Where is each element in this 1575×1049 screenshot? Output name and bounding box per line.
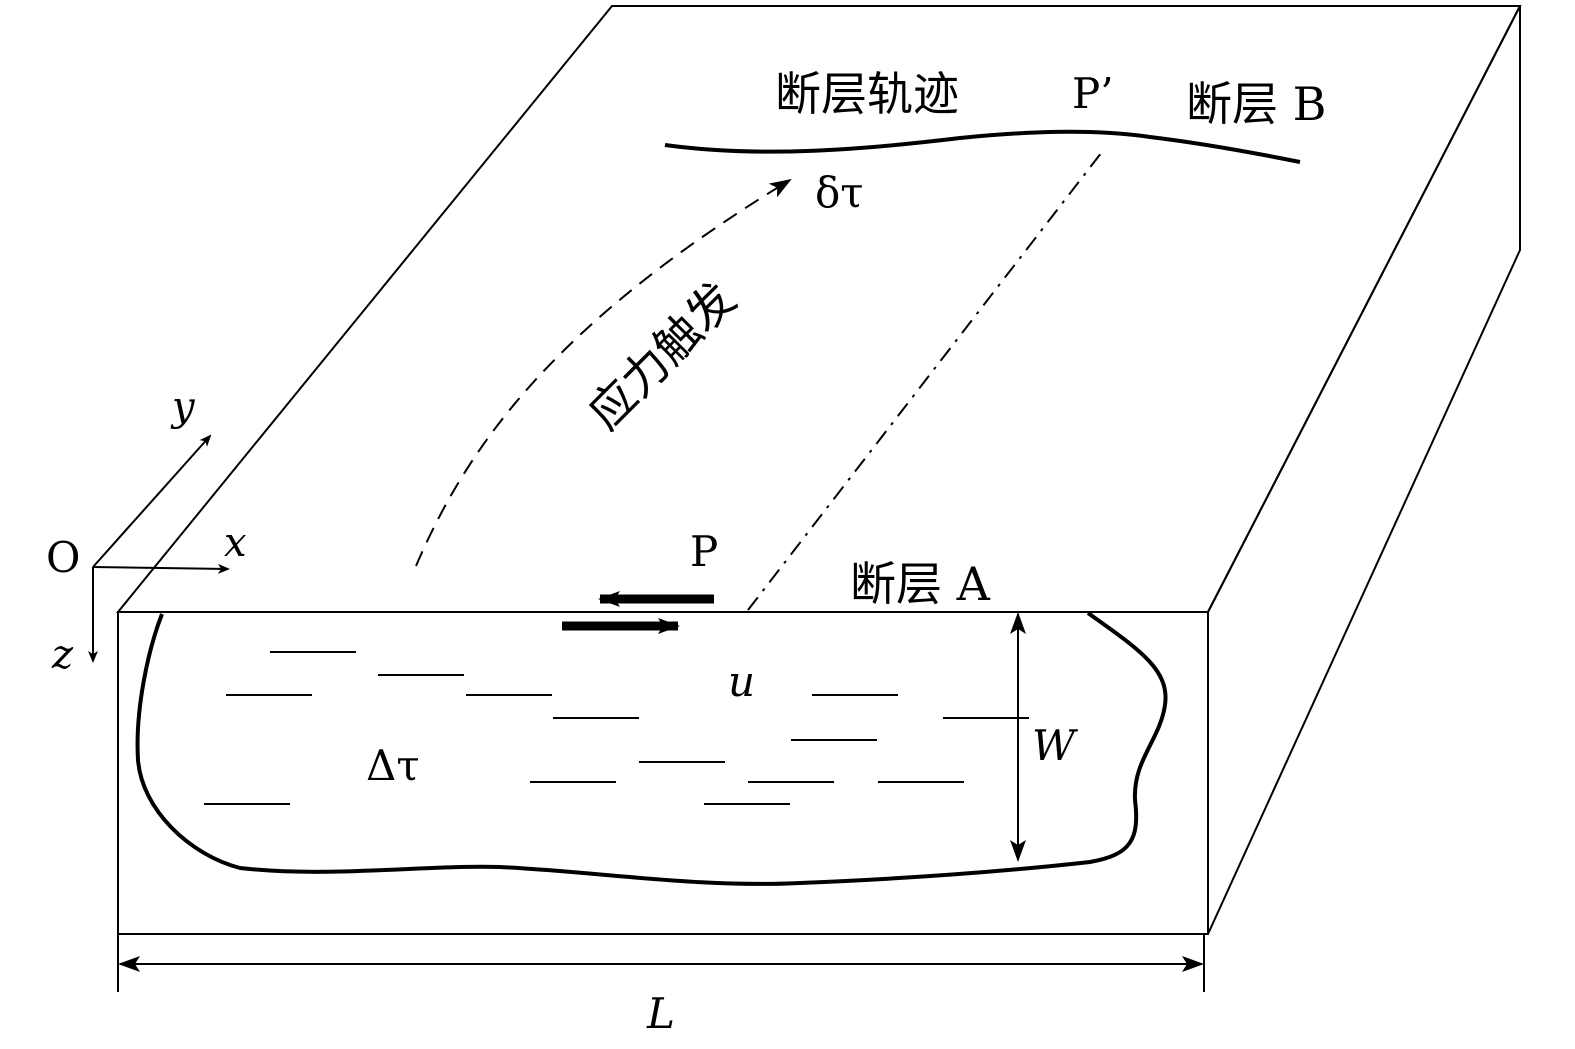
rupture-region	[135, 611, 1168, 886]
x-axis-label: x	[224, 520, 247, 566]
p-to-p-prime-line	[747, 147, 1106, 611]
length-label: L	[646, 989, 675, 1038]
stress-trigger-arrow	[415, 178, 792, 567]
delta-tau-big-label: Δτ	[366, 741, 420, 790]
block-outline	[115, 5, 1522, 935]
stress-trigger-label: 应力触发	[578, 271, 746, 439]
point-p-label: P	[690, 527, 718, 576]
origin-label: O	[46, 533, 80, 582]
y-axis-arrow	[92, 434, 212, 568]
slip-arrows	[562, 591, 714, 634]
delta-tau-small-label: δτ	[815, 168, 864, 217]
fault-a-label: 断层 A	[850, 557, 991, 611]
length-dimension	[117, 934, 1205, 992]
fault-b-trace	[664, 129, 1301, 164]
width-label: W	[1032, 721, 1079, 770]
block-front-face	[117, 611, 1209, 935]
fault-b-label: 断层 B	[1186, 77, 1326, 131]
x-axis-arrow	[92, 563, 230, 574]
stress-hatch-lines	[204, 651, 1029, 805]
block-right-face	[1207, 5, 1521, 935]
coordinate-axes	[88, 434, 230, 663]
z-axis-label: z	[51, 632, 74, 678]
fault-trace-label: 断层轨迹	[775, 67, 959, 121]
y-axis-label: y	[170, 384, 196, 430]
p-prime-label: P’	[1072, 69, 1114, 118]
displacement-label: u	[728, 657, 755, 706]
